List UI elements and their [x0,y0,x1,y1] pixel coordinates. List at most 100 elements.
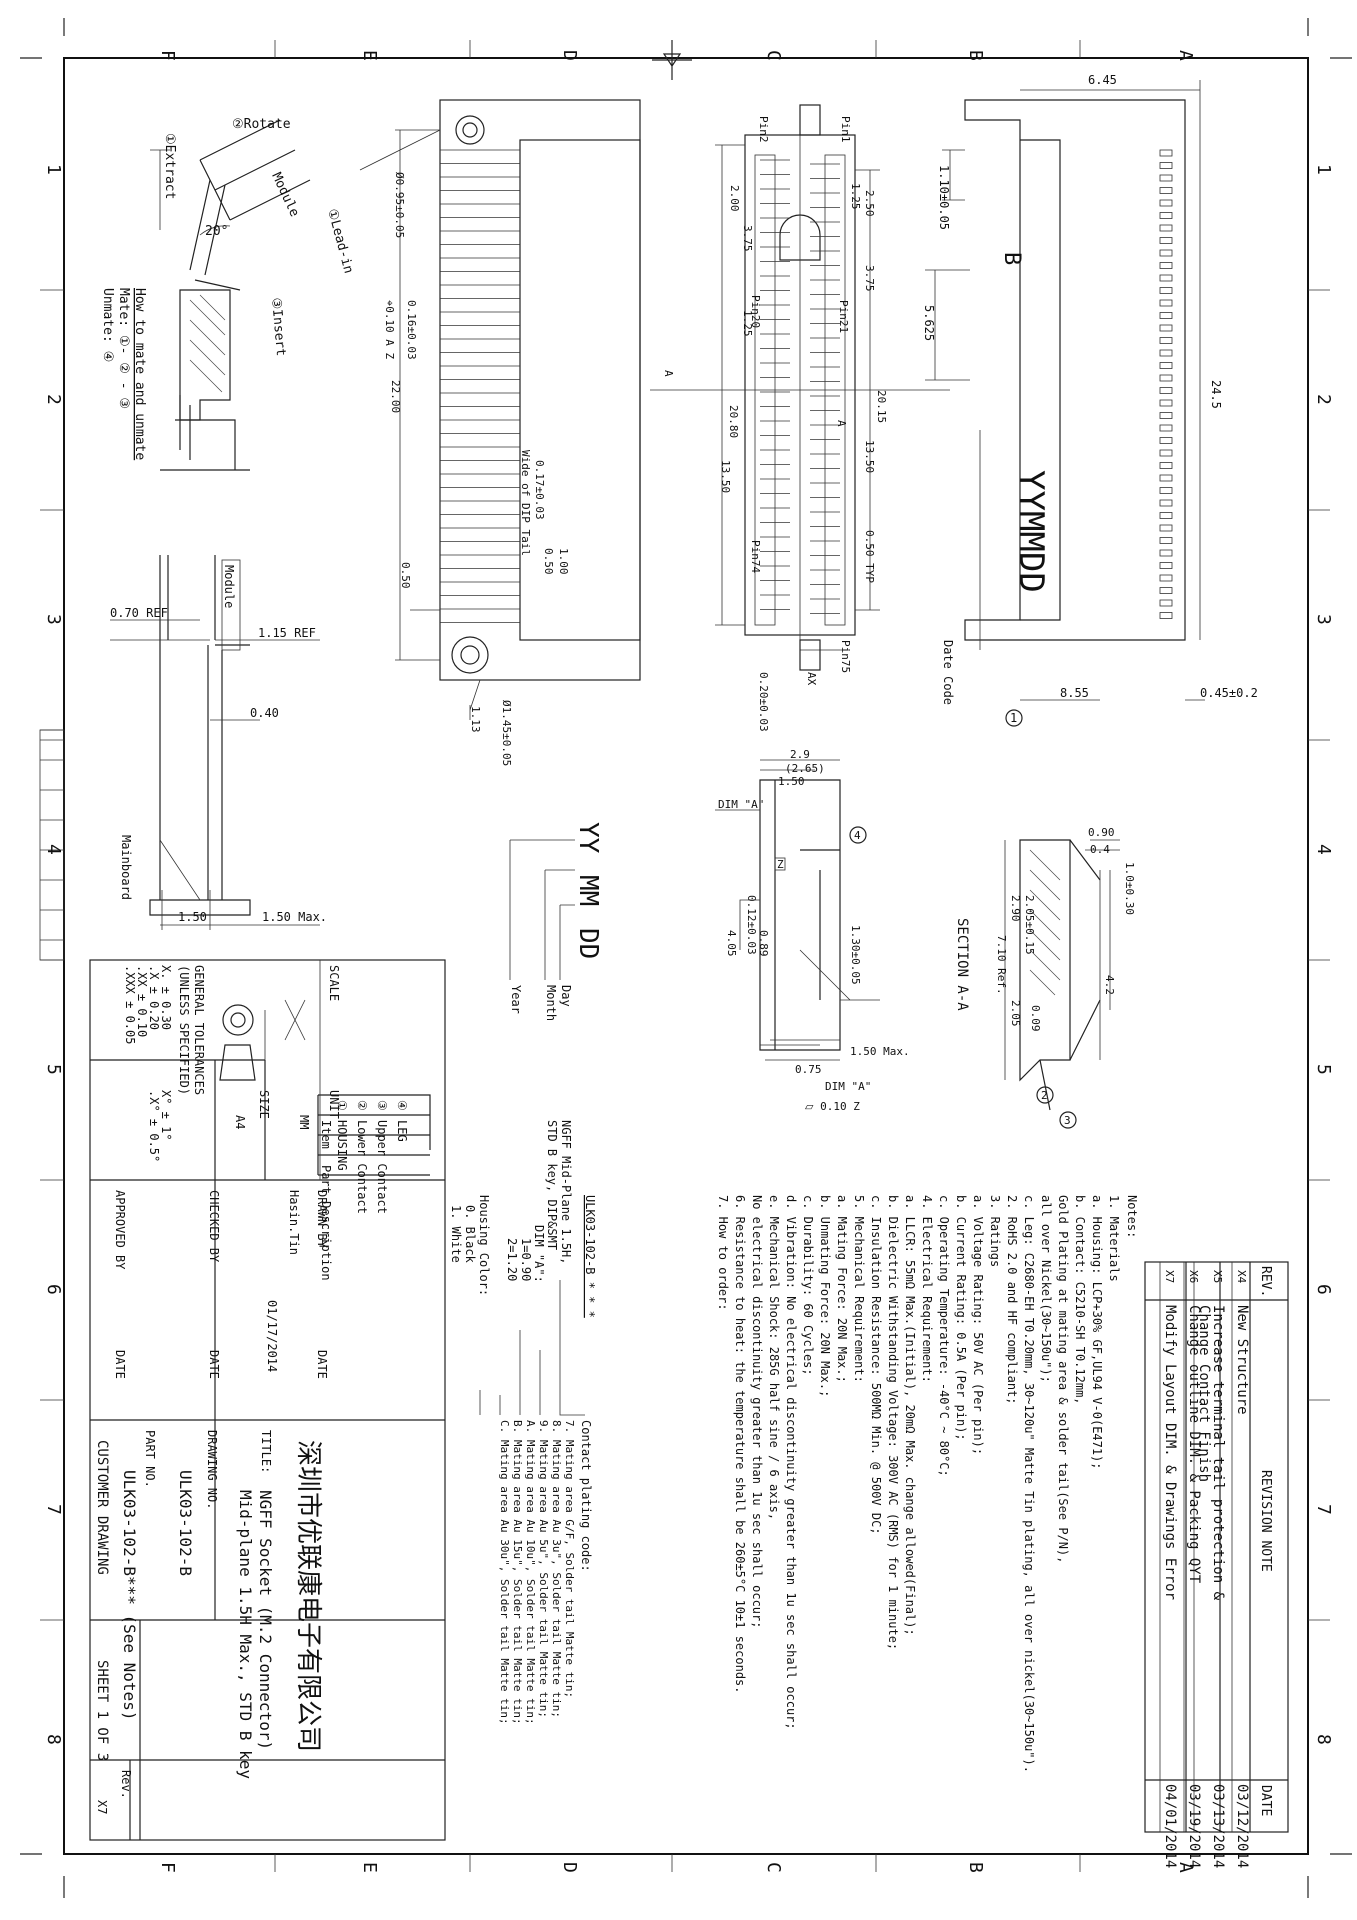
hole-big-dim: Ø1.45±0.05 [500,700,513,766]
revision-note: Increase terminal tail protection & [1210,1305,1226,1601]
lead-in-label: ①Lead-in [324,207,356,275]
contact-tooth [1159,212,1173,219]
dim-150d: 1.50 [778,775,805,788]
part-no: ULK03-102-B*** (See Notes) [120,1470,139,1720]
dim-375a: 3.75 [741,225,754,252]
approved-by-label: APPROVED BY [113,1190,127,1270]
rotate-label: ②Rotate [232,117,291,132]
position-tolerance: ⌖0.10 A Z [383,300,396,360]
contact-tooth [1159,249,1173,257]
revision-note: Change outline DIM. & Packing QYT [1186,1305,1202,1584]
tolerance-6: .X° ± 0.5° [147,1090,161,1162]
plating-option: 8. Mating area Au 3u", Solder tail Matte… [550,1420,563,1718]
contact-tooth [1159,324,1173,332]
dim-04: 0.4 [1090,843,1110,856]
dim-245: 24.5 [1209,380,1223,409]
row-label-1: 1 [43,164,64,175]
revision-date-header: DATE [1258,1785,1273,1816]
contact-tooth [1159,362,1173,369]
sheet-label: SHEET 1 OF 3 [94,1660,110,1761]
dim-050-typ: 0.50 TYP [863,530,876,583]
dim-405: 4.05 [725,930,738,957]
note-line: e. Mechanical Shock: 285G half sine / 6 … [767,1195,781,1520]
drawn-date: 01/17/2014 [265,1300,279,1372]
key-b-label: B [999,252,1024,265]
contact-tooth [1159,462,1173,469]
order-white: 1. White [449,1205,463,1263]
drawing-no: ULK03-102-B [176,1470,195,1576]
contact-tooth [1159,287,1173,294]
right-view: 6.45 1.10±0.05 5.625 24.5 B YYMMDD Date … [922,73,1258,727]
scale-label: SCALE [327,965,341,1001]
col-label-d: D [559,50,580,61]
contact-tooth [1159,174,1173,182]
pin2-label: Pin2 [757,116,770,143]
col-label-e-bottom: E [359,1862,380,1873]
title-label: TITLE: [259,1430,273,1473]
note-line: b. Unmating Force: 20N Max.; [818,1195,832,1397]
dim-375b: 3.75 [863,265,876,292]
mate-unmate-view: ②Rotate ①Extract Module ①Lead-in ③Insert… [100,117,356,471]
dim-125b: 1.25 [741,310,754,337]
dim-29: 2.9 [790,748,810,761]
angle-label: 20° [205,224,228,239]
col-label-c-bottom: C [763,1862,784,1873]
tolerance-3: .XX ± 0.10 [135,965,149,1037]
pin1-label: Pin1 [839,116,852,143]
rev-value: X7 [95,1800,109,1814]
title-line-2: Mid-plane 1.5H Max., STD B key [236,1490,255,1779]
approved-date-label: DATE [113,1350,127,1379]
col-label-f: F [157,50,178,61]
dim-205b: 2.05 [1009,1000,1022,1027]
note-line: Gold Plating at mating area & solder tai… [1056,1195,1070,1563]
balloon-2: 2 [1041,1089,1048,1102]
contact-tooth [1159,149,1173,157]
date-code-label: Date Code [941,640,955,705]
dim-075: 0.75 [795,1063,822,1076]
part-item: ③ [375,1100,389,1111]
dim-2080: 20.80 [727,405,740,438]
tolerance-2: .X ± 0.20 [147,965,161,1030]
contact-tooth [1159,187,1173,194]
part-item: ④ [395,1100,409,1111]
rev-label: Rev. [119,1770,133,1799]
dim-045: 0.45±0.2 [1200,686,1258,700]
section-a-mark: A [835,420,848,427]
col-label-b-bottom: B [965,1862,986,1873]
title-line-1: NGFF Socket (M.2 Connector) [256,1490,275,1750]
plating-option: 7. Mating area G/F, Solder tail Matte ti… [563,1420,576,1698]
extract-label: ①Extract [162,133,177,199]
detail-view: 2.9 (2.65) 1.50 DIM "A" Z 4 0.12±0.03 0.… [715,748,910,1113]
order-pn: ULK03-102-B * * * [583,1195,597,1318]
dim-016: 0.16±0.03 [405,300,418,360]
legend-day: Day [559,985,573,1007]
revision-note: New Structure [1234,1305,1250,1415]
customer-drawing: CUSTOMER DRAWING [94,1440,110,1575]
revision-note: Change Contact Finish [1196,1305,1212,1482]
dim-150max-d: 1.50 Max. [850,1045,910,1058]
revision-date: 03/12/2014 [1234,1784,1250,1868]
contact-tooth [1159,599,1173,607]
module-side-label: Module [222,565,236,608]
contact-tooth [1159,474,1173,482]
legend-year: Year [509,985,523,1014]
border-labels: F E D C B A F E D C B A 1 2 3 4 5 6 7 8 … [43,50,1334,1873]
dim-009: 0.09 [1029,1005,1042,1032]
revision-date: 03/13/2014 [1210,1784,1226,1868]
note-line: 1. Materials [1107,1195,1121,1282]
revision-rev: X6 [1187,1270,1200,1283]
note-line: b. Contact: C5210-SH T0.12mm, [1073,1195,1087,1405]
dim-2015: 20.15 [875,390,888,423]
z-datum: Z [777,858,784,871]
revision-rev: X5 [1211,1270,1224,1283]
contact-tooth [1159,499,1173,507]
datum-ax: AX [805,672,818,686]
pin74-label: Pin74 [749,540,762,573]
dim-645: 6.45 [1088,73,1117,87]
note-line: c. Operating Temperature: -40°C ~ 80°C; [937,1195,951,1477]
note-line: 5. Mechanical Requirement: [852,1195,866,1383]
date-marking: YYMMDD [1011,470,1051,593]
drawn-name: Hasin.Tin [287,1190,301,1255]
